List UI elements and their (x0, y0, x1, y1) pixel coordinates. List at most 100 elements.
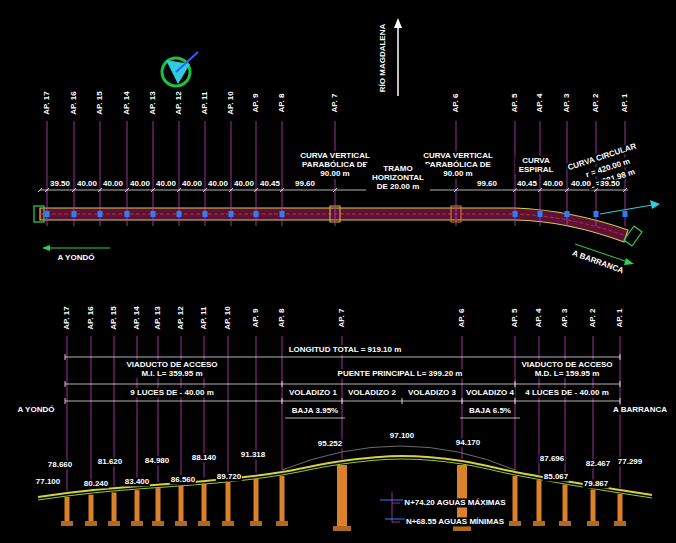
pier-column (513, 476, 518, 525)
drawing-label: BAJA 3.95% (291, 406, 339, 415)
drawing-label: 40.00 (542, 179, 564, 188)
direction-arrowhead (42, 245, 50, 251)
drawing-label: AP. 4 (534, 308, 543, 329)
drawing-label: AP. 16 (69, 90, 78, 115)
drawing-label: 40.00 (155, 179, 177, 188)
drawing-label: VOLADIZO 4 (465, 388, 515, 397)
pile-cap (587, 521, 599, 526)
pile-cap (131, 521, 143, 526)
pier-plan-mark (151, 211, 156, 217)
drawing-label: A YONDÓ (57, 253, 96, 262)
drawing-label: 95.252 (317, 439, 343, 448)
drawing-label: 77.299 (617, 457, 643, 466)
drawing-label: AP. 14 (122, 90, 131, 115)
pile-cap (559, 521, 571, 526)
pier-plan-mark (45, 211, 50, 217)
drawing-label: PUENTE PRINCIPAL L= 399.20 m (337, 369, 464, 378)
drawing-label: 39.50 (49, 179, 71, 188)
water-levels (392, 492, 400, 522)
drawing-label: AP. 12 (176, 305, 185, 330)
dimension-line (65, 384, 620, 385)
slope-line (285, 418, 345, 419)
drawing-label: AP. 14 (132, 305, 141, 330)
drawing-label: 40.00 (129, 179, 151, 188)
river-arrow (394, 18, 402, 96)
main-span-haunch (282, 446, 515, 470)
drawing-label: 40.45 (259, 179, 281, 188)
drawing-label: AP. 3 (560, 308, 569, 329)
drawing-label: VOLADIZO 3 (407, 388, 457, 397)
dimension-tick (342, 398, 343, 404)
drawing-label: 91.318 (240, 450, 266, 459)
drawing-label: 40.00 (233, 179, 255, 188)
drawing-label: RÍO MAGDALENA (378, 23, 387, 93)
pier-column (591, 489, 596, 525)
alignment-arrowhead (650, 200, 660, 209)
drawing-label: 78.660 (47, 460, 73, 469)
pier-axis-line (100, 121, 101, 226)
dimension-tick (45, 188, 49, 192)
pier-plan-mark (72, 211, 77, 217)
drawing-label: 4 LUCES DE - 40.00 m (524, 388, 610, 397)
pile-cap (614, 521, 626, 526)
pile-cap (533, 521, 545, 526)
drawing-label: 40.00 (207, 179, 229, 188)
pier-plan-mark (538, 211, 543, 217)
pier-axis-line (181, 336, 182, 480)
deck-axis (40, 214, 626, 236)
drawing-label: AP. 4 (535, 93, 544, 114)
drawing-label: 40.00 (102, 179, 124, 188)
slope-line (460, 418, 520, 419)
drawing-label: AP. 17 (42, 90, 51, 115)
dimension-tick (462, 398, 463, 404)
pier-plan-mark (98, 211, 103, 217)
drawing-label: 86.560 (170, 475, 196, 484)
drawing-label: AP. 5 (510, 308, 519, 329)
drawing-label: AP. 8 (277, 308, 286, 329)
drawing-label: AP. 3 (562, 93, 571, 114)
pier-column (226, 481, 231, 525)
abutment-left (34, 206, 44, 222)
pier-column (337, 465, 347, 530)
drawing-label: VOLADIZO 2 (347, 388, 397, 397)
pier-axis-line (127, 121, 128, 226)
drawing-label: AP. 13 (153, 305, 162, 330)
dimension-tick (177, 188, 181, 192)
pier-axis-line (515, 336, 516, 470)
drawing-label: 9 LUCES DE - 40.00 m (129, 388, 215, 397)
dimension-tick (280, 188, 284, 192)
dimension-tick (515, 381, 516, 387)
direction-arrow (48, 248, 110, 249)
pier-axis-line (47, 121, 48, 226)
pier-plan-mark (254, 211, 259, 217)
generated-linework (38, 121, 652, 531)
pier-column (65, 497, 70, 525)
drawing-label: 99.60 (294, 179, 316, 188)
drawing-label: 99.60 (476, 179, 498, 188)
drawing-label: 84.980 (144, 456, 170, 465)
dimension-tick (38, 188, 42, 192)
pier-plan-mark (280, 211, 285, 217)
drawing-label: 97.100 (389, 431, 415, 440)
drawing-label: 82.467 (585, 459, 611, 468)
drawing-label: AP. 11 (199, 306, 208, 331)
drawing-label: 87.696 (539, 454, 565, 463)
drawing-label: 40.00 (76, 179, 98, 188)
drawing-label: N+68.55 AGUAS MÍNIMAS (405, 517, 505, 526)
dimension-tick (513, 188, 517, 192)
pier-plan-mark (594, 211, 599, 217)
drawing-label: CURVA VERTICAL PARABÓLICA DE 90.00 m (422, 151, 494, 179)
drawing-label: AP. 6 (457, 308, 466, 329)
pier-column (156, 488, 161, 525)
pier-column (537, 480, 542, 525)
dimension-tick (203, 188, 207, 192)
dimension-tick (65, 398, 66, 404)
pier-plan-mark (125, 211, 130, 217)
pier-column (202, 484, 207, 525)
dimension-tick (65, 381, 66, 387)
drawing-label: 83.400 (124, 477, 150, 486)
dimension-line (65, 357, 620, 358)
drawing-label: AP. 1 (615, 308, 624, 329)
pile-cap (85, 521, 97, 526)
drawing-label: AP. 7 (337, 308, 346, 329)
